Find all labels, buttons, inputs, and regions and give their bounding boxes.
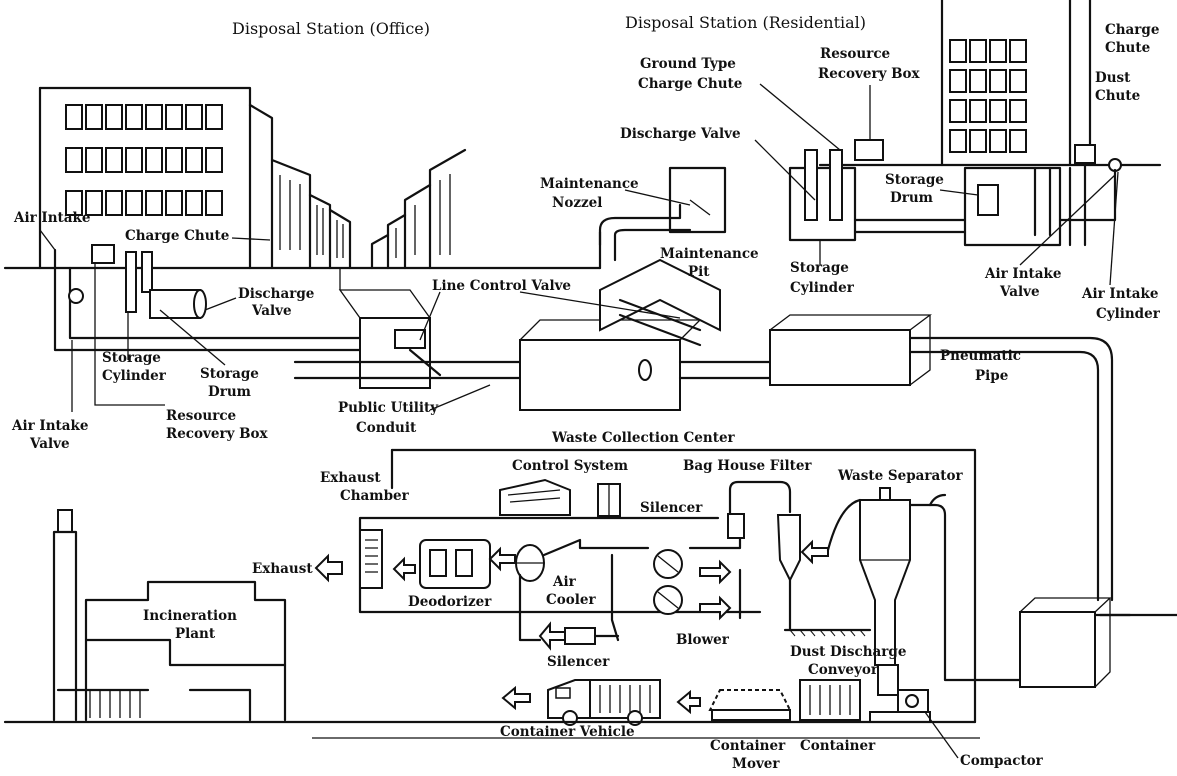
storage-drum-office xyxy=(150,290,200,318)
label-public-utility-2: Conduit xyxy=(356,420,417,436)
label-deodorizer: Deodorizer xyxy=(408,594,492,610)
storage-cylinder-office xyxy=(126,252,136,312)
label-storage-drum-office-2: Drum xyxy=(208,384,251,400)
control-system xyxy=(500,480,620,516)
label-resource-box-office-1: Resource xyxy=(166,408,236,424)
label-maintenance-nozzle-1: Maintenance xyxy=(540,176,639,192)
air-cooler xyxy=(490,545,544,581)
storage-cylinder-res xyxy=(790,168,855,240)
silencer-top xyxy=(728,514,744,538)
label-pneumatic-pipe-1: Pneumatic xyxy=(940,348,1021,364)
label-silencer-bottom: Silencer xyxy=(547,654,610,670)
exhaust-chamber xyxy=(360,530,382,588)
label-storage-cylinder-office-1: Storage xyxy=(102,350,161,366)
label-dust-chute-1: Dust xyxy=(1095,70,1131,86)
deodorizer xyxy=(394,540,490,588)
label-dust-chute-2: Chute xyxy=(1095,88,1140,104)
label-public-utility-1: Public Utility xyxy=(338,400,439,416)
label-maintenance-pit-1: Maintenance xyxy=(660,246,759,262)
label-discharge-valve-office-1: Discharge xyxy=(238,286,314,302)
label-charge-chute-office: Charge Chute xyxy=(125,228,229,244)
residential-building xyxy=(855,0,1095,165)
charge-chute-office xyxy=(142,252,152,292)
storage-drum-res xyxy=(978,185,998,215)
conduit-box-middle xyxy=(520,340,680,410)
label-air-cooler-2: Cooler xyxy=(546,592,596,608)
office-windows xyxy=(66,105,222,215)
label-pneumatic-pipe-2: Pipe xyxy=(975,368,1008,384)
label-incineration-1: Incineration xyxy=(143,608,237,624)
label-air-intake-valve-office-2: Valve xyxy=(29,436,70,452)
label-bag-house-filter: Bag House Filter xyxy=(683,458,812,474)
label-waste-separator: Waste Separator xyxy=(837,468,963,484)
label-compactor: Compactor xyxy=(960,753,1044,769)
conduit-box-right xyxy=(770,330,910,385)
label-resource-box-office-2: Recovery Box xyxy=(166,426,269,442)
residential-windows xyxy=(950,40,1026,152)
label-ground-chute-2: Charge Chute xyxy=(638,76,742,92)
label-resource-box-res-2: Recovery Box xyxy=(818,66,921,82)
compactor xyxy=(870,665,930,722)
title-office: Disposal Station (Office) xyxy=(232,19,430,38)
label-air-intake-valve-office-1: Air Intake xyxy=(11,418,88,434)
container xyxy=(800,680,860,720)
label-storage-drum-res-1: Storage xyxy=(885,172,944,188)
label-charge-chute-res-1: Charge xyxy=(1105,22,1159,38)
label-discharge-valve-res: Discharge Valve xyxy=(620,126,741,142)
label-resource-box-res-1: Resource xyxy=(820,46,890,62)
bag-house-filter xyxy=(778,515,800,580)
receiving-box xyxy=(1020,612,1095,687)
label-air-intake-cylinder-2: Cylinder xyxy=(1096,306,1161,322)
label-storage-cylinder-res-2: Cylinder xyxy=(790,280,855,296)
label-discharge-valve-office-2: Valve xyxy=(251,303,292,319)
label-air-intake-cylinder-1: Air Intake xyxy=(1081,286,1158,302)
label-blower: Blower xyxy=(676,632,730,648)
label-air-intake-valve-res-1: Air Intake xyxy=(984,266,1061,282)
label-exhaust: Exhaust xyxy=(252,561,313,577)
label-line-control-valve: Line Control Valve xyxy=(432,278,571,294)
label-air-intake: Air Intake xyxy=(13,210,90,226)
silencer-bottom xyxy=(565,628,595,644)
label-storage-drum-res-2: Drum xyxy=(890,190,933,206)
label-container: Container xyxy=(800,738,876,754)
title-center: Waste Collection Center xyxy=(551,430,736,446)
resource-box-res xyxy=(855,140,883,160)
label-storage-drum-office-1: Storage xyxy=(200,366,259,382)
label-exhaust-chamber-1: Exhaust xyxy=(320,470,381,486)
resource-box-office xyxy=(92,245,114,263)
vehicle-arrow-icon xyxy=(503,688,530,708)
label-control-system: Control System xyxy=(512,458,628,474)
label-dust-discharge-2: Conveyor xyxy=(808,662,879,678)
label-maintenance-nozzle-2: Nozzel xyxy=(552,195,602,211)
label-incineration-2: Plant xyxy=(175,626,216,642)
office-buildings xyxy=(40,88,465,268)
label-air-intake-valve-res-2: Valve xyxy=(999,284,1040,300)
title-residential: Disposal Station (Residential) xyxy=(625,13,866,32)
label-air-cooler-1: Air xyxy=(552,574,577,590)
label-silencer-top: Silencer xyxy=(640,500,703,516)
container-vehicle xyxy=(548,680,660,725)
maintenance-pit xyxy=(670,168,725,232)
label-charge-chute-res-2: Chute xyxy=(1105,40,1150,56)
label-dust-discharge-1: Dust Discharge xyxy=(790,644,906,660)
label-container-mover-1: Container xyxy=(710,738,786,754)
label-container-mover-2: Mover xyxy=(732,756,780,772)
label-exhaust-chamber-2: Chamber xyxy=(340,488,410,504)
air-intake-valve-office xyxy=(69,289,83,303)
container-mover xyxy=(710,690,790,720)
label-storage-cylinder-office-2: Cylinder xyxy=(102,368,167,384)
exhaust-arrow-icon xyxy=(316,556,342,580)
label-maintenance-pit-2: Pit xyxy=(688,264,710,280)
label-ground-chute-1: Ground Type xyxy=(640,56,736,72)
